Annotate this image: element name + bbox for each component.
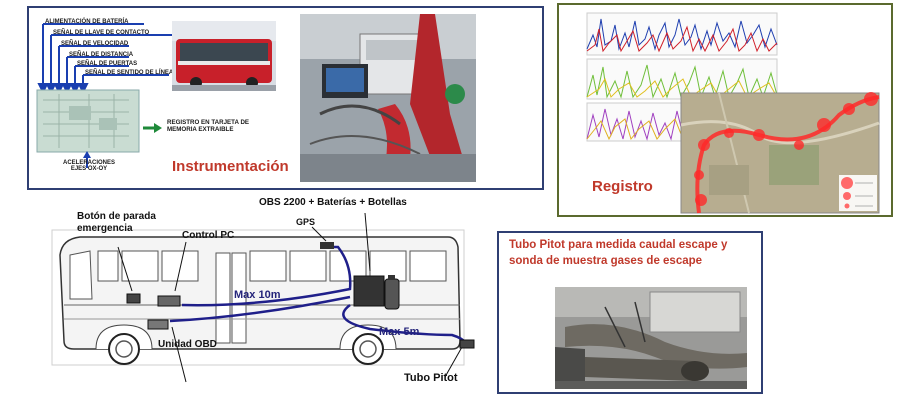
instrumentacion-panel: ALIMENTACIÓN DE BATERÍA SEÑAL DE LLAVE D… bbox=[27, 6, 544, 190]
pitot-panel: Tubo Pitot para medida caudal escape y s… bbox=[497, 231, 763, 394]
signal-label: SEÑAL DE SENTIDO DE LÍNEA bbox=[85, 70, 174, 76]
bus-diagram: OBS 2200 + Baterías + Botellas GPS Botón… bbox=[0, 195, 495, 401]
signal-label: SEÑAL DE DISTANCIA bbox=[69, 52, 134, 58]
instrumentacion-title: Instrumentación bbox=[172, 158, 289, 175]
signal-label: SEÑAL DE VELOCIDAD bbox=[61, 41, 129, 47]
instrumentation-photo bbox=[300, 14, 476, 182]
signal-label: SEÑAL DE PUERTAS bbox=[77, 61, 138, 67]
bus-outline bbox=[51, 212, 475, 383]
stop-button-label: Botón de parada emergencia bbox=[77, 211, 156, 234]
obd-label: Unidad OBD bbox=[158, 339, 217, 350]
pitot-label: Tubo Pitot bbox=[404, 372, 458, 384]
gps-label: GPS bbox=[296, 217, 316, 227]
pitot-photo bbox=[555, 287, 747, 389]
max10-label: Max 10m bbox=[234, 289, 281, 301]
bus-photo bbox=[172, 21, 276, 91]
registro-title: Registro bbox=[592, 178, 653, 195]
registro-panel: Registro bbox=[557, 3, 893, 217]
max5-label: Max 5m bbox=[379, 326, 420, 338]
registro-graphs bbox=[586, 12, 880, 214]
pitot-title: Tubo Pitot para medida caudal escape y s… bbox=[509, 239, 728, 267]
accelerations-label: ACELERACIONES EJES OX-OY bbox=[62, 160, 115, 172]
obs-label: OBS 2200 + Baterías + Botellas bbox=[259, 197, 407, 208]
signal-arrows bbox=[36, 23, 179, 168]
signal-label: SEÑAL DE LLAVE DE CONTACTO bbox=[53, 30, 150, 36]
signal-label: ALIMENTACIÓN DE BATERÍA bbox=[45, 19, 129, 25]
memory-card-label: REGISTRO EN TARJETA DE MEMORIA EXTRAIBLE bbox=[167, 119, 250, 133]
control-pc-label: Control PC bbox=[182, 230, 235, 241]
